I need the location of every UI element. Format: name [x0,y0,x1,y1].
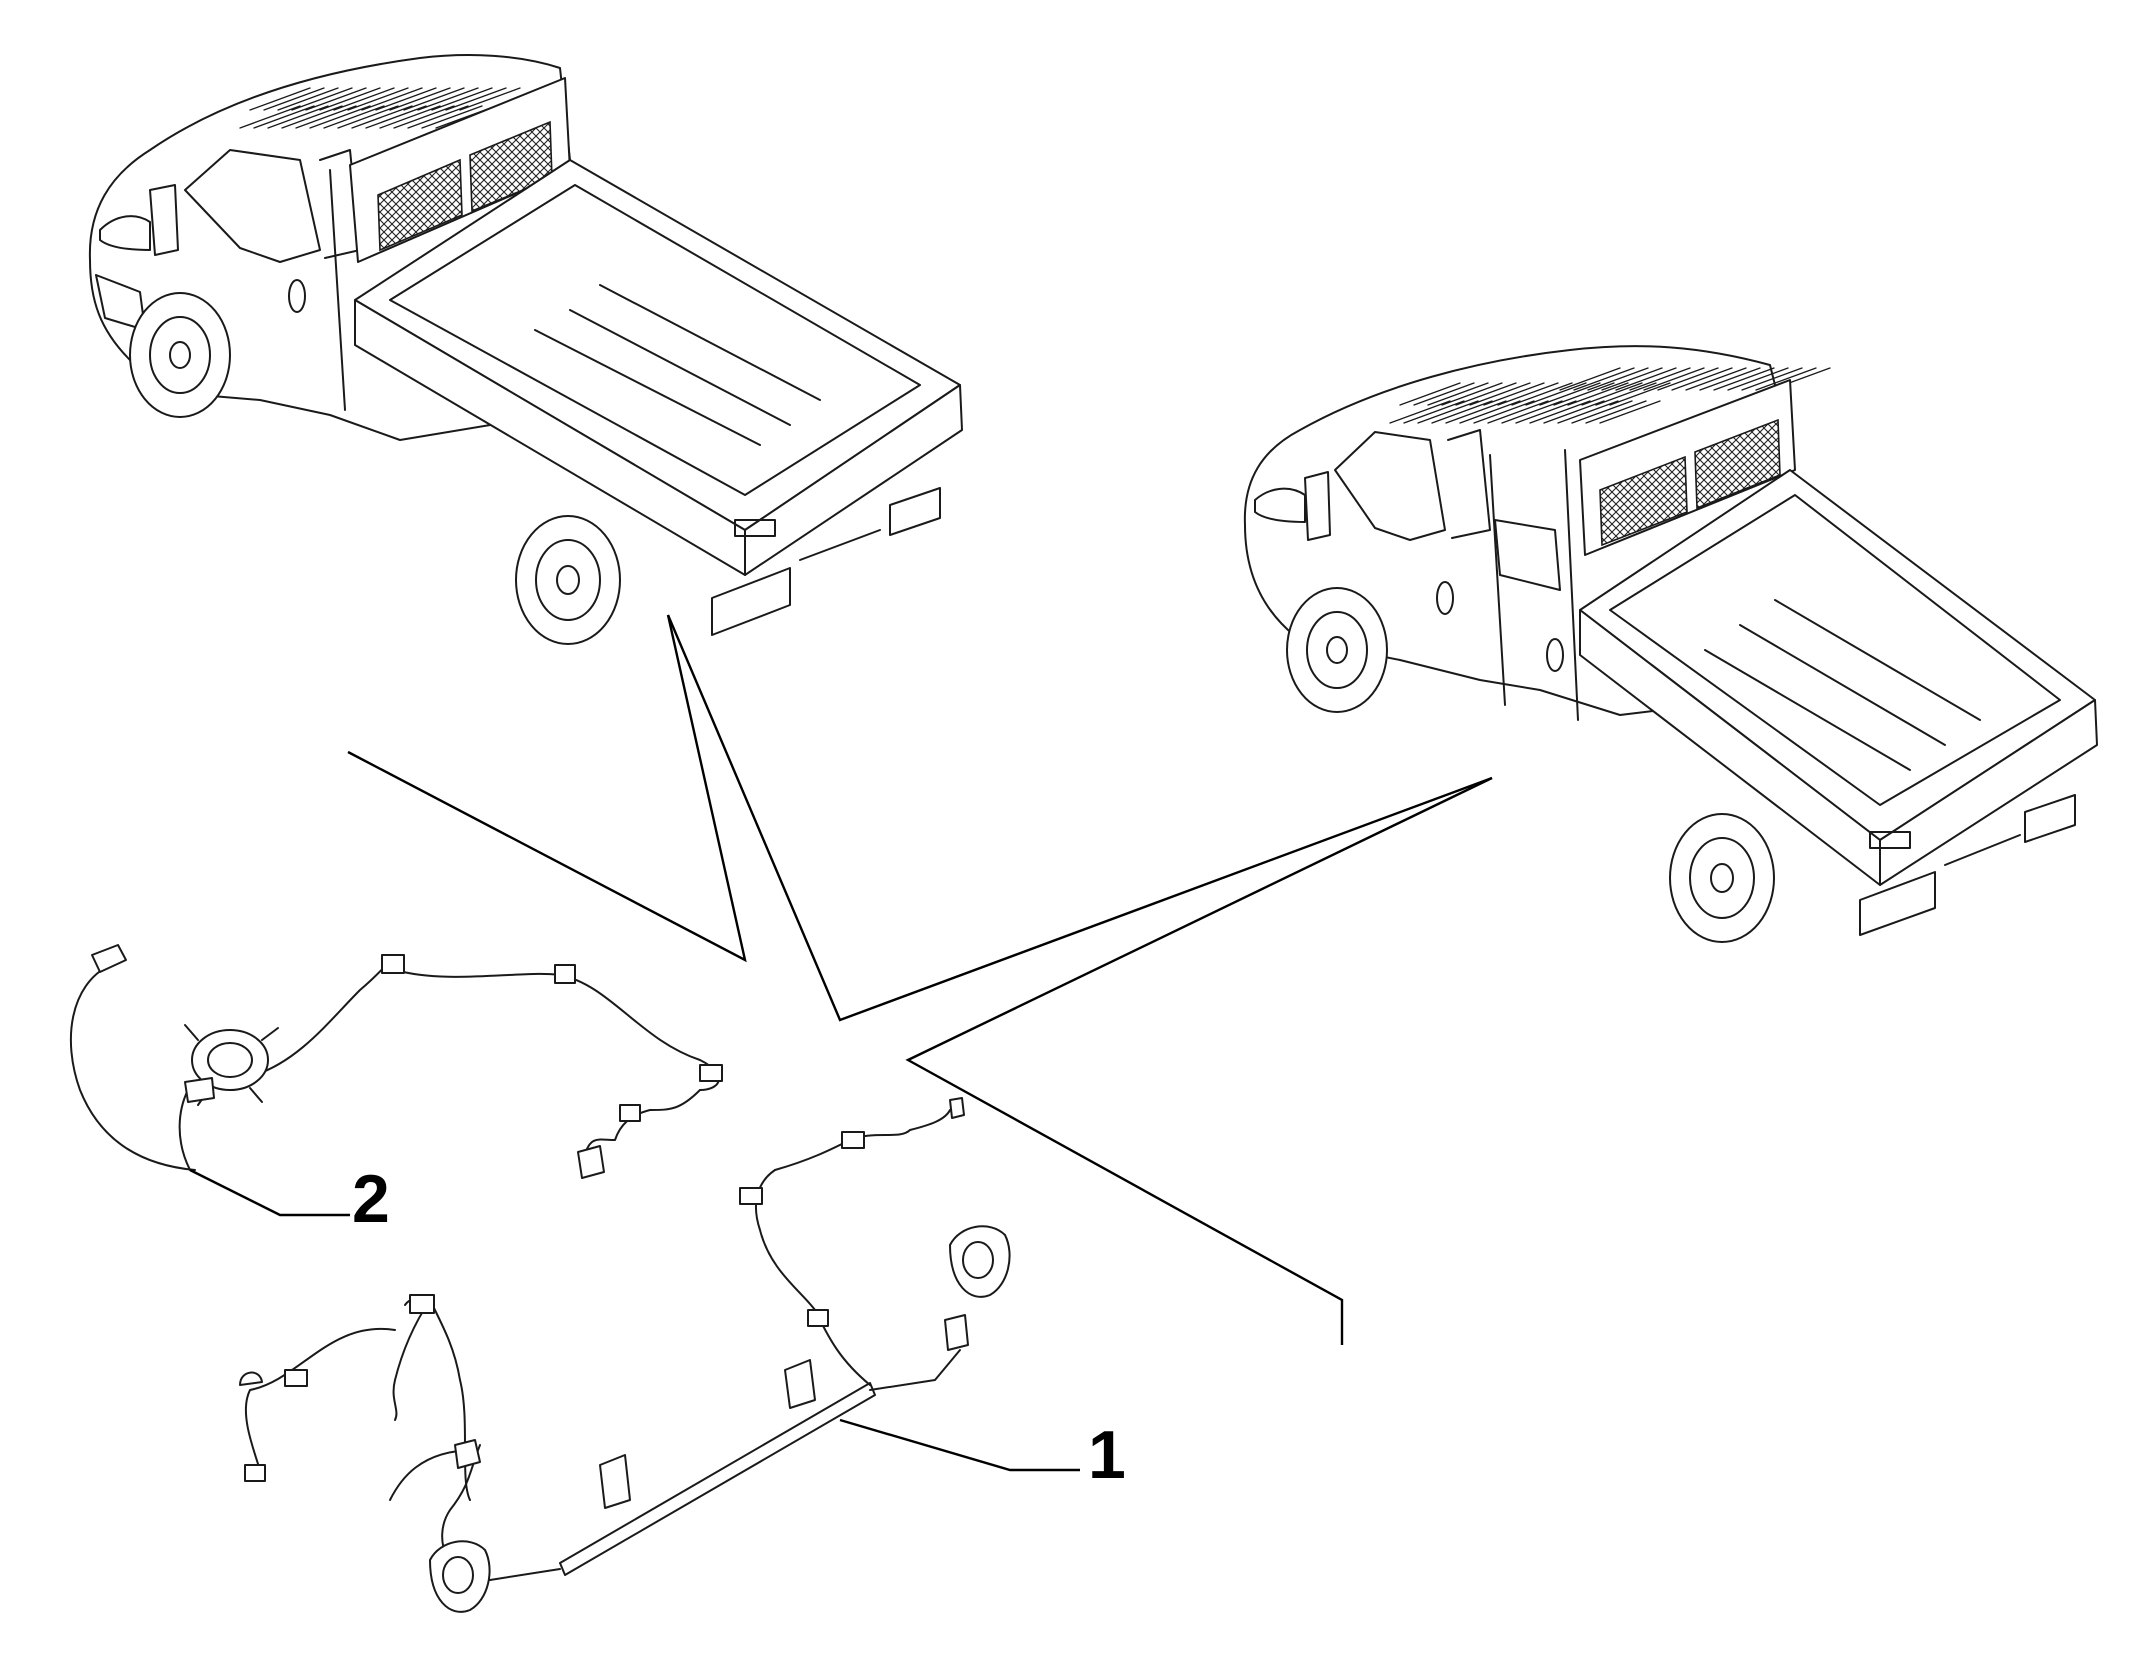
callout-label-1: 1 [1088,1417,1126,1493]
callout-label-2: 2 [352,1161,390,1237]
truck-crew-cab-illustration [1243,345,2098,943]
wiring-harness-1: 1 [239,1097,1126,1613]
truck-single-cab-illustration [88,54,963,645]
wiring-harness-2: 2 [69,944,723,1237]
leader-lines [347,614,1493,1345]
